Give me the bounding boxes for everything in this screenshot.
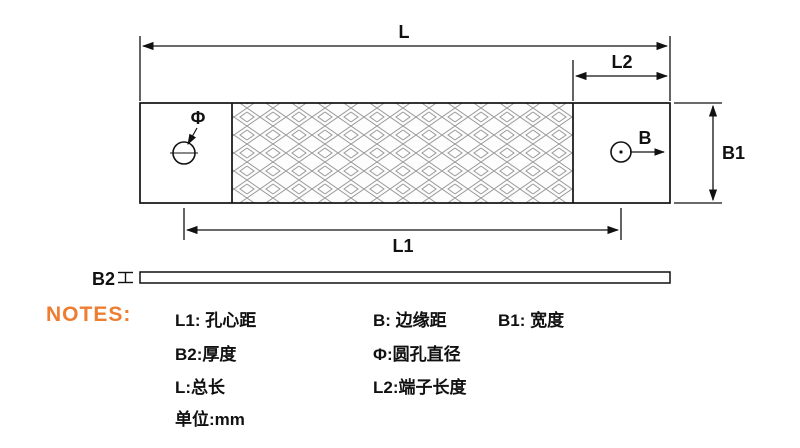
note-terminal-length: L2:端子长度	[373, 378, 467, 397]
braided-connector-drawing: L L2 Φ B	[92, 22, 745, 289]
label-total-length: L	[399, 22, 410, 42]
label-thickness: B2	[92, 269, 115, 289]
note-thickness: B2:厚度	[175, 345, 237, 364]
note-hole-distance: L1: 孔心距	[175, 311, 257, 330]
label-width: B1	[722, 143, 745, 163]
dimension-hole-distance	[183, 208, 622, 240]
note-width: B1: 宽度	[498, 311, 565, 330]
note-hole-diameter: Φ:圆孔直径	[373, 345, 461, 364]
note-edge-distance: B: 边缘距	[373, 311, 447, 330]
braided-section	[232, 103, 573, 203]
thickness-bracket-icon	[118, 271, 133, 284]
dimension-width	[674, 102, 722, 204]
notes-title: NOTES:	[46, 303, 132, 326]
left-hole	[170, 127, 198, 165]
label-terminal-length: L2	[611, 52, 632, 72]
side-view	[118, 271, 671, 284]
note-total-length: L:总长	[175, 378, 226, 397]
dimension-total-length	[139, 36, 671, 101]
label-hole-diameter: Φ	[191, 108, 206, 128]
body-outline	[139, 102, 671, 204]
right-hole	[610, 141, 666, 163]
label-edge-distance: B	[639, 128, 652, 148]
note-unit: 单位:mm	[175, 410, 245, 429]
connector-body	[139, 102, 671, 204]
dimension-terminal-length	[572, 60, 669, 101]
label-hole-distance: L1	[392, 236, 413, 256]
